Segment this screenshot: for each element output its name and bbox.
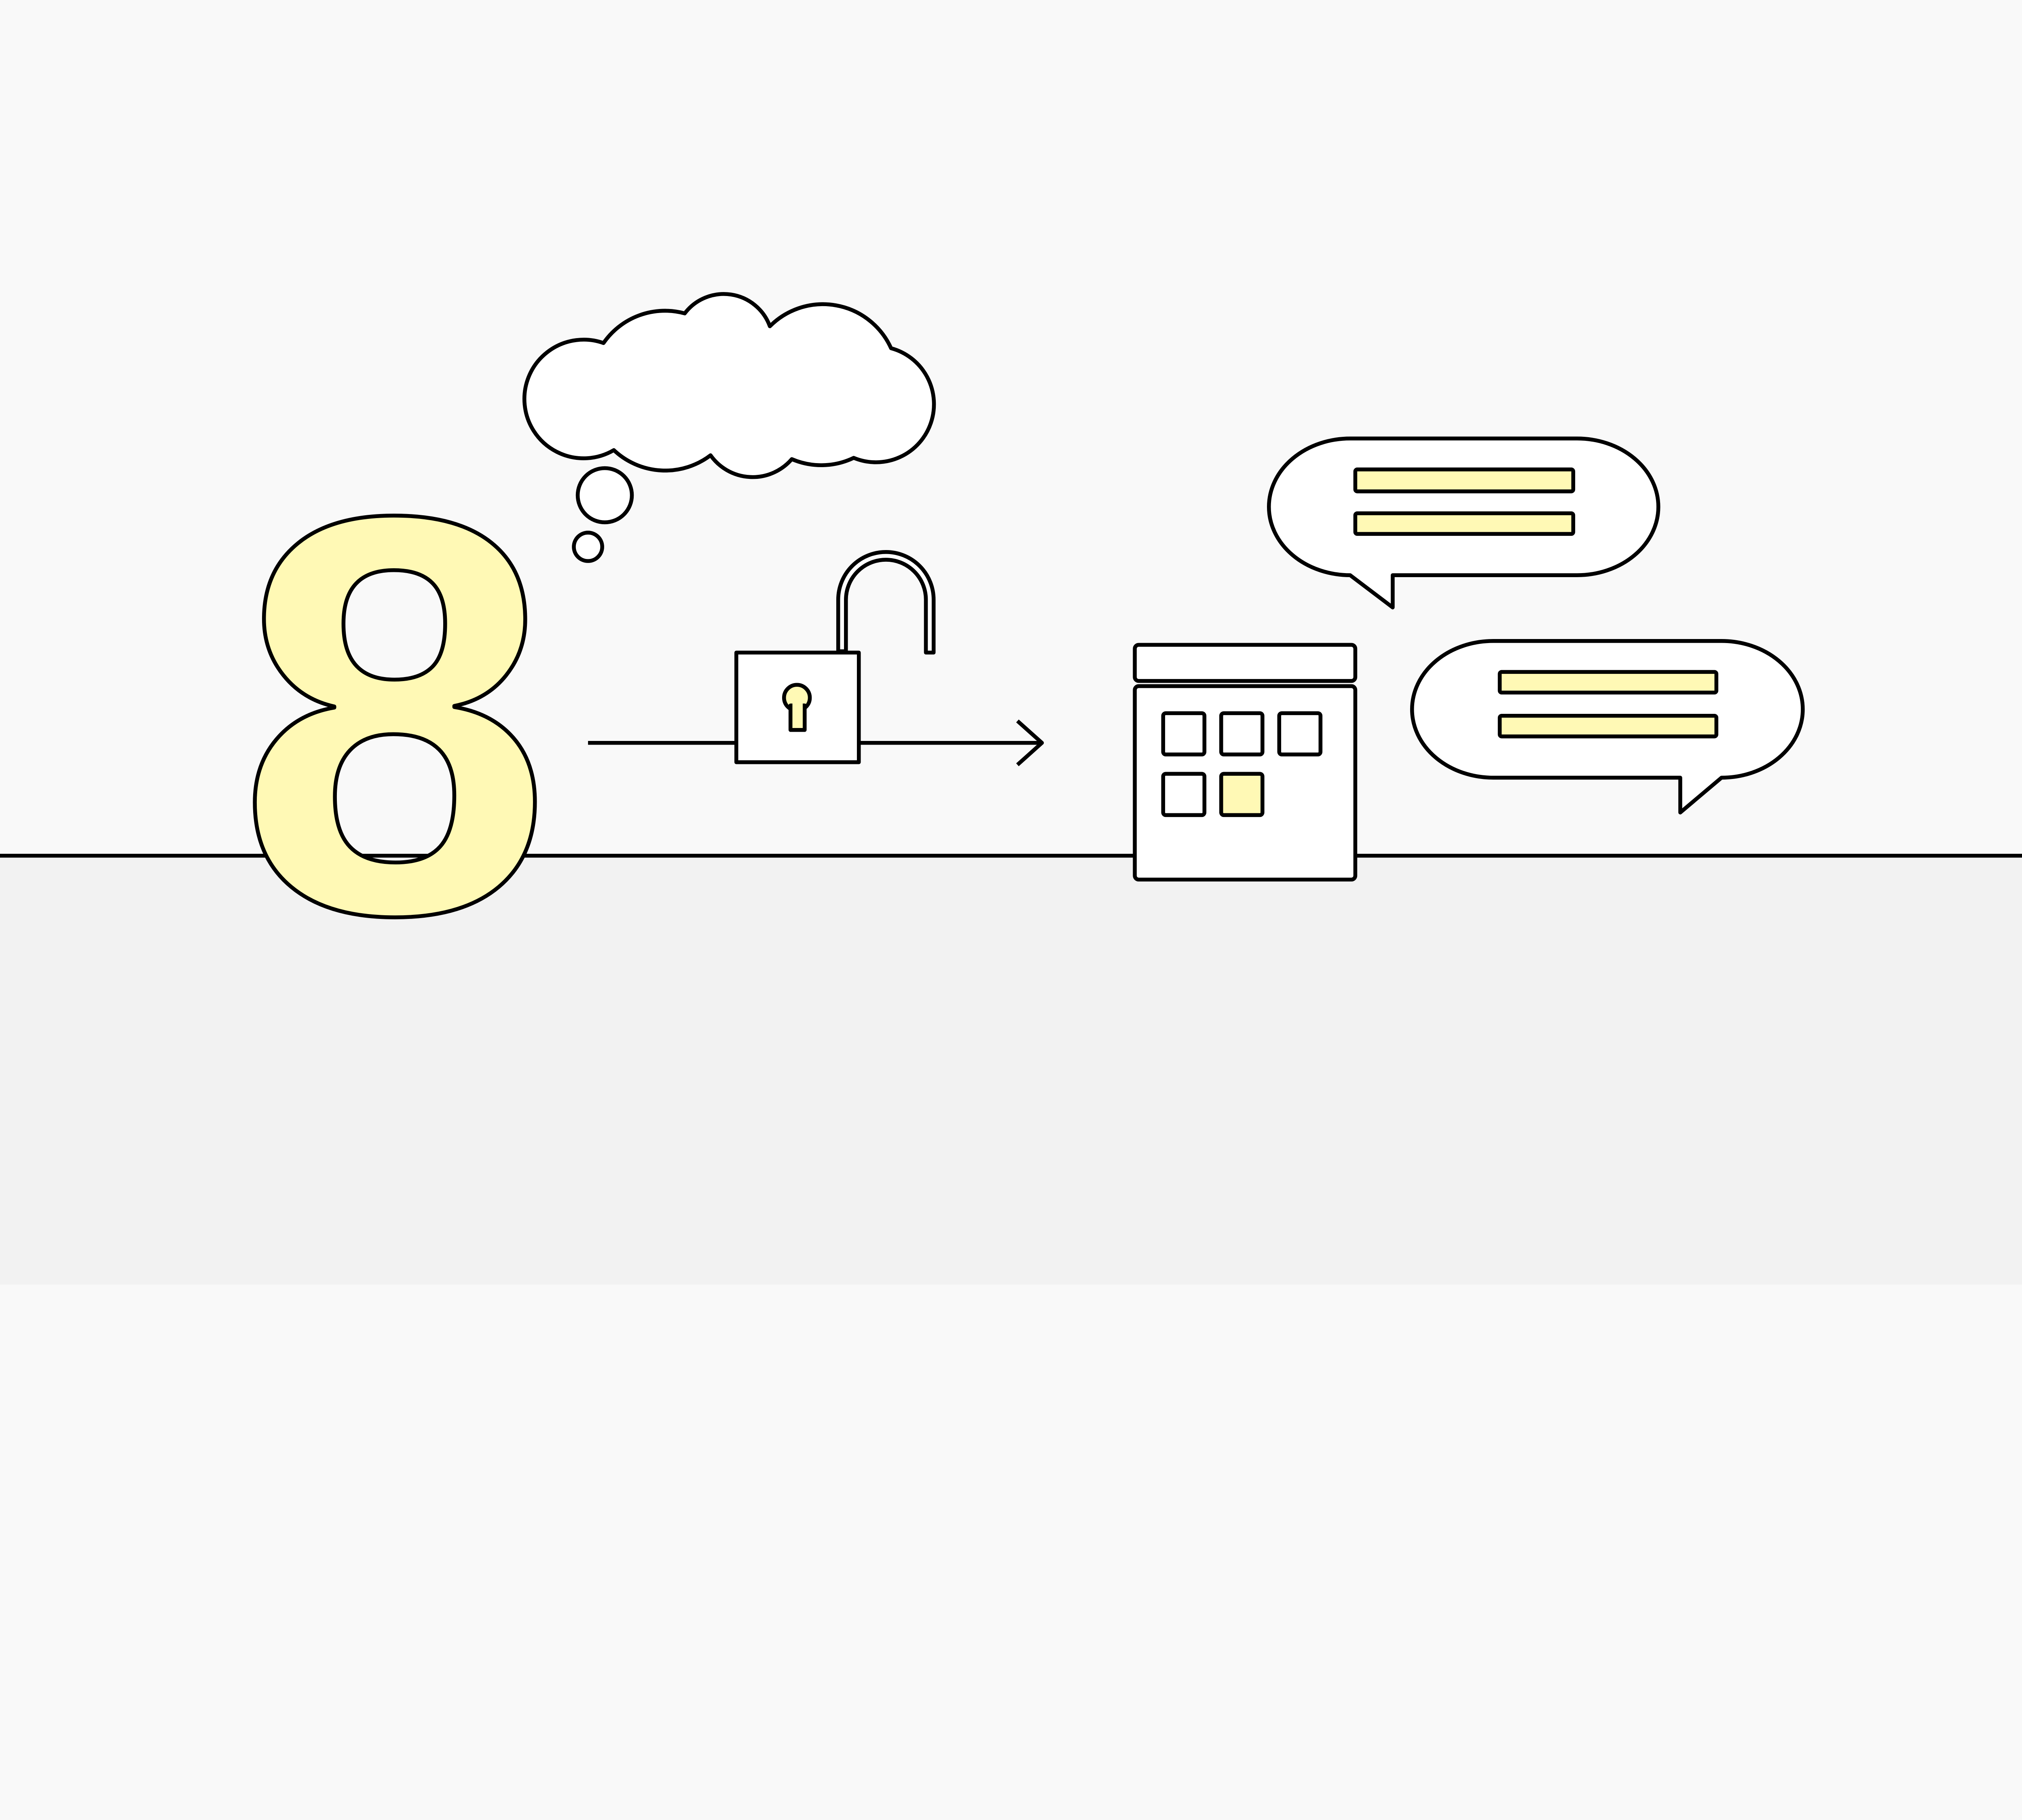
speech-bubble-icon (1410, 639, 1805, 815)
grid-tile (1161, 772, 1207, 817)
message-line (1497, 713, 1719, 739)
thought-cloud-icon (522, 292, 936, 563)
app-window-grid-icon (1133, 643, 1358, 882)
speech-bubble-icon (1267, 436, 1660, 609)
background-floor (0, 855, 2022, 1285)
illustration: 8 (0, 292, 2022, 1285)
grid-tile (1219, 711, 1265, 757)
unlocked-padlock-icon (734, 550, 936, 764)
grid-tile (1161, 711, 1207, 757)
big-digit: 8 (237, 398, 552, 1032)
grid-tile (1277, 711, 1323, 757)
keyhole-icon (782, 683, 812, 732)
message-line (1353, 467, 1576, 493)
arrow-right-icon (588, 719, 1044, 766)
message-line (1353, 511, 1576, 536)
grid-tile-highlighted (1219, 772, 1265, 817)
message-line (1497, 670, 1719, 695)
